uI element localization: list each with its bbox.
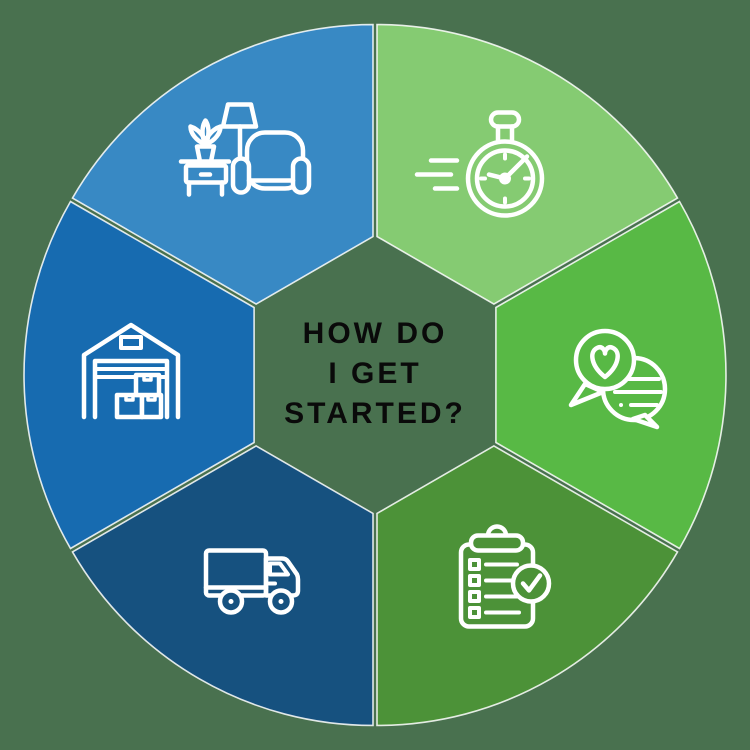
center-text-line-3: STARTED? [284,397,466,430]
segment-bottom-right [376,445,679,727]
segment-top-right [376,23,679,305]
warehouse-icon [81,322,181,420]
stopwatch-icon [414,110,545,218]
center-text-line-2: I GET [328,357,421,390]
segment-right [495,200,727,550]
checklist-icon [458,524,552,629]
truck-icon [203,548,301,615]
segment-top-left [71,23,374,305]
chat-heart-icon [568,328,668,430]
furniture-icon [178,102,312,197]
center-text-line-1: HOW DO [303,317,448,350]
segment-bottom-left [71,445,374,727]
center-hexagon: HOW DO I GET STARTED? [284,317,466,430]
segment-left [23,200,255,550]
